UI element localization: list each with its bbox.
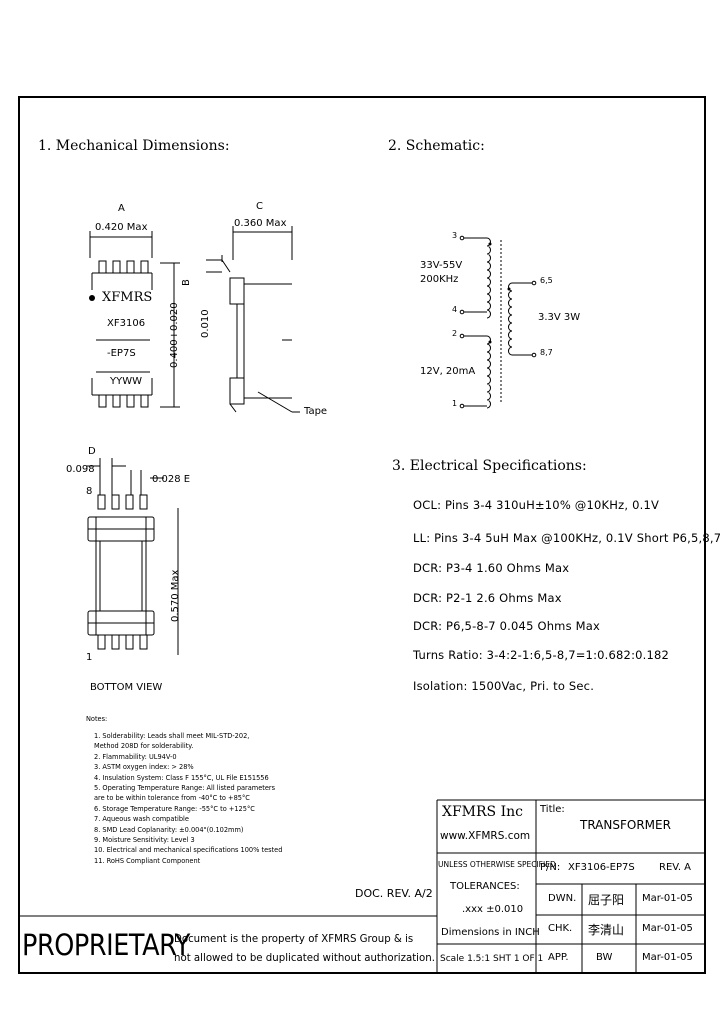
dwn-name: 屈子阳 [588,893,625,907]
chk-name: 李清山 [588,923,625,937]
note-item: 1. Solderability: Leads shall meet MIL-S… [94,732,250,740]
bottom-view-label: BOTTOM VIEW [90,682,163,693]
electrical-title: 3. Electrical Specifications: [392,458,587,474]
dim-d-letter: D [88,446,96,457]
spec-ocl: OCL: Pins 3-4 310uH±10% @10KHz, 0.1V [413,498,660,512]
company-name: XFMRS Inc [442,804,523,820]
dim-b-value: 0.400+0.020 [169,302,180,368]
note-item: Method 208D for solderability. [94,742,194,751]
dim-e-value: 0.028 E [152,474,191,485]
chip-suffix: -EP7S [107,348,136,359]
doc-rev: DOC. REV. A/2 [355,887,433,900]
secondary-label: 3.3V 3W [538,312,581,323]
mechanical-title: 1. Mechanical Dimensions: [38,138,230,154]
spec-dcr-2: DCR: P2-1 2.6 Ohms Max [413,591,562,605]
spec-dcr-3: DCR: P6,5-8-7 0.045 Ohms Max [413,619,601,633]
dim-c-letter: C [256,201,263,212]
chip-part: XF3106 [107,318,146,329]
scale-sheet: Scale 1.5:1 SHT 1 OF 1 [440,954,544,964]
proprietary-line1: Document is the property of XFMRS Group … [174,934,414,945]
pin1-label: 1 [86,652,93,663]
aux-label: 12V, 20mA [420,366,476,377]
dim-a-letter: A [118,203,125,214]
proprietary-line2: not allowed to be duplicated without aut… [174,953,435,964]
company-website: www.XFMRS.com [440,830,531,842]
pn-value: XF3106-EP7S [568,862,635,873]
dim-d-value: 0.098 [66,464,95,475]
note-item: 3. ASTM oxygen index: > 28% [94,763,194,772]
chk-date: Mar-01-05 [642,923,693,934]
pin3-label: 3 [452,231,458,240]
proprietary-word: PROPRIETARY [22,928,190,962]
spec-ll: LL: Pins 3-4 5uH Max @100KHz, 0.1V Short… [413,531,720,545]
top-pin [98,260,107,274]
note-item: 10. Electrical and mechanical specificat… [94,846,283,855]
bottom-pin [112,394,121,408]
primary-voltage: 33V-55V [420,260,463,271]
unless-specified: UNLESS OTHERWISE SPECIFIED [438,860,556,869]
chip-date: YYWW [110,376,142,387]
chip-brand: XFMRS [102,290,153,305]
note-item: 9. Moisture Sensitivity: Level 3 [94,836,195,845]
top-pin [112,260,121,274]
title-label: Title: [540,804,565,815]
dwn-label: DWN. [548,893,577,904]
dim-f-value: 0.570 Max [170,569,181,622]
schematic-title: 2. Schematic: [388,138,485,154]
drawing-sheet [18,96,706,974]
app-label: APP. [548,952,569,963]
dimensions-unit: Dimensions in INCH [441,927,540,938]
rev-value: REV. A [659,862,692,873]
pin65-label: 6,5 [540,276,553,285]
pn-label: P/N: [540,862,561,873]
dim-side-value: 0.010 [200,309,211,338]
spec-dcr-1: DCR: P3-4 1.60 Ohms Max [413,561,570,575]
note-item: 6. Storage Temperature Range: -55°C to +… [94,804,255,813]
pin1-marker-dot [89,295,95,301]
spec-isolation: Isolation: 1500Vac, Pri. to Sec. [413,679,595,693]
dim-c-value: 0.360 Max [234,218,287,229]
tape-label: Tape [304,406,328,417]
pin87-label: 8,7 [540,348,553,357]
note-item: 7. Aqueous wash compatible [94,815,189,824]
chk-label: CHK. [548,923,573,934]
pin8-label: 8 [86,486,93,497]
note-item: 11. RoHS Compliant Component [94,856,201,865]
tolerance-value: .xxx ±0.010 [462,904,524,915]
note-item: are to be within tolerance from -40°C to… [94,794,250,803]
dim-b-letter: B [181,279,192,286]
spec-turns: Turns Ratio: 3-4:2-1:6,5-8,7=1:0.682:0.1… [413,648,670,662]
note-item: 8. SMD Lead Coplanarity: ±0.004"(0.102mm… [94,825,244,834]
note-item: 2. Flammability: UL94V-0 [94,752,177,761]
primary-freq: 200KHz [420,274,459,285]
note-item: 5. Operating Temperature Range: All list… [94,784,276,793]
title-value: TRANSFORMER [580,818,671,832]
notes-title: Notes: [86,715,108,723]
app-date: Mar-01-05 [642,952,693,963]
dim-a-value: 0.420 Max [95,222,148,233]
note-item: 4. Insulation System: Class F 155°C, UL … [94,773,269,782]
bottom-pin [98,394,107,408]
notes-list: 1. Solderability: Leads shall meet MIL-S… [94,731,282,866]
pin4-label: 4 [452,305,458,314]
top-pin [126,260,135,274]
pin1-schematic-label: 1 [452,399,458,408]
pin2-label: 2 [452,329,458,338]
top-pin [140,260,149,274]
dwn-date: Mar-01-05 [642,893,693,904]
tolerances-label: TOLERANCES: [450,881,520,892]
app-name: BW [596,952,613,963]
bottom-pin [140,394,149,408]
bottom-pin [126,394,135,408]
